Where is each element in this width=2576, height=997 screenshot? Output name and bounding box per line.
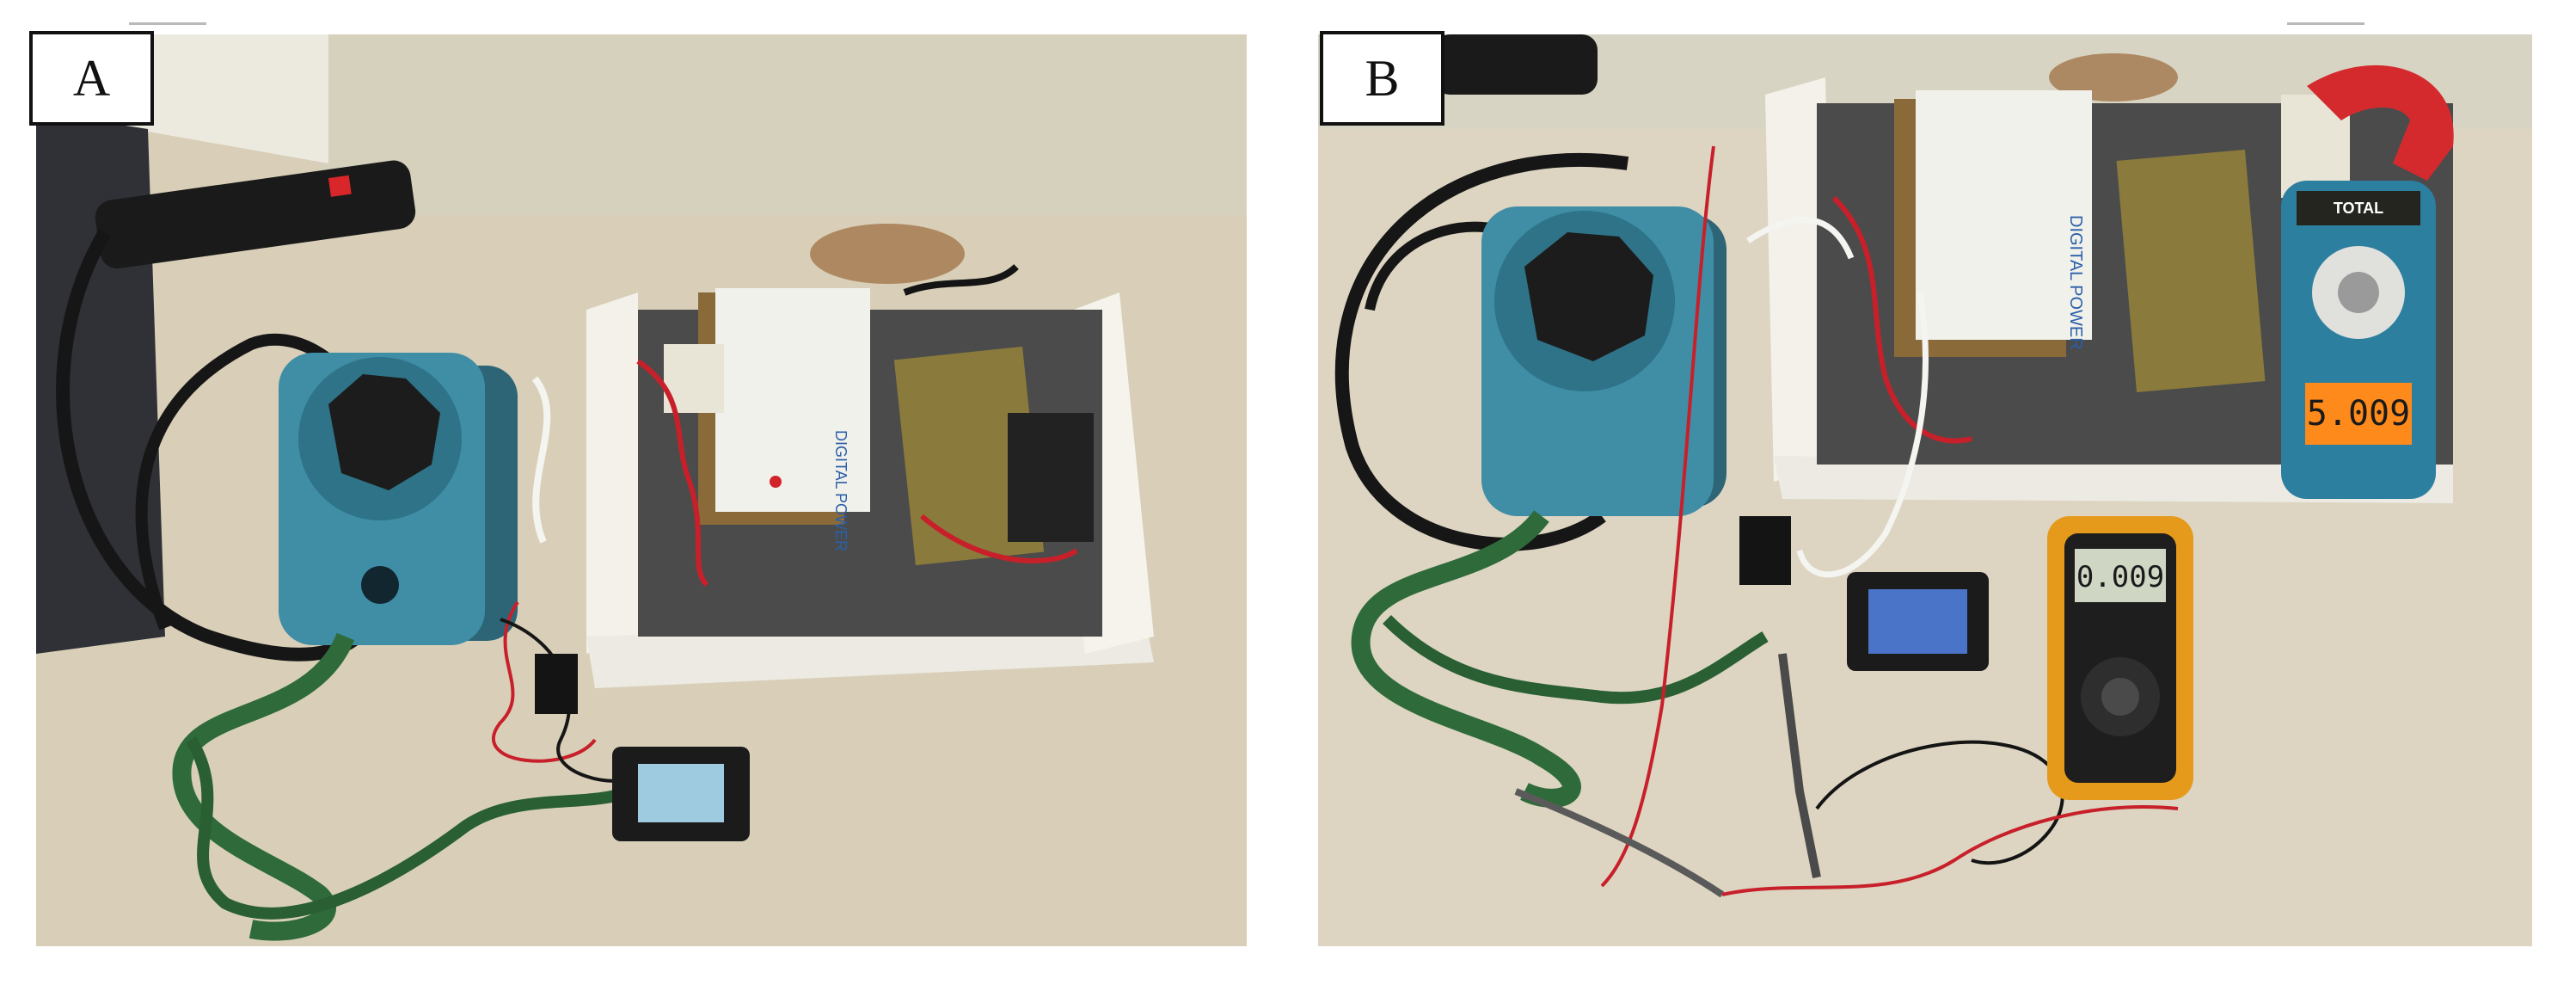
panel-label-a: A (29, 31, 154, 126)
red-wire (636, 359, 709, 588)
variac-transformer (1481, 206, 1727, 516)
probe-wire-black (1815, 740, 2064, 865)
panel-meter (1847, 572, 1989, 671)
photo-a-illustration: DIGITAL POWER (36, 34, 1247, 946)
white-wire-2 (1746, 216, 1855, 260)
clamp-meter-brand: TOTAL (2334, 200, 2383, 217)
meter-display (638, 764, 724, 822)
current-sensor (1739, 516, 1791, 585)
top-edge-tick-right (2287, 22, 2364, 25)
cork-mat (2049, 53, 2178, 102)
red-wire (1831, 195, 1972, 444)
digital-power-label: DIGITAL POWER (832, 430, 849, 551)
power-strip (1434, 34, 1598, 95)
green-cable-bundle (1351, 510, 1581, 808)
probe-wire-red-2 (1721, 805, 2179, 896)
digital-power-module: DIGITAL POWER (1894, 90, 2092, 357)
clamp-display (2305, 383, 2412, 445)
multimeter-reading: 0.009 (2076, 560, 2164, 594)
digital-power-module: DIGITAL POWER (698, 288, 870, 551)
green-cable-strand (1383, 615, 1769, 705)
white-wire (531, 376, 551, 544)
sensor-wire-red (492, 600, 597, 763)
panel-meter (612, 747, 750, 841)
top-edge-tick-left (129, 22, 206, 25)
digital-power-label: DIGITAL POWER (2066, 215, 2085, 350)
meter-display (1868, 589, 1967, 654)
cork-mat (810, 224, 965, 284)
pcb-board (893, 346, 1045, 566)
variac-knob (328, 374, 440, 490)
power-strip (95, 160, 416, 269)
green-cable-strand (186, 736, 632, 920)
red-wire-2 (920, 514, 1078, 563)
pcb-board (2116, 149, 2266, 393)
clamp-jaw (2307, 65, 2454, 182)
wall-background (320, 34, 1247, 215)
photo-panel-b: DIGITAL POWER 0.009 (1318, 34, 2532, 946)
current-sensor (535, 654, 578, 714)
sensor-wire-black (500, 618, 640, 783)
clamp-meter-reading: 5.009 (2307, 394, 2410, 434)
photo-b-illustration: DIGITAL POWER 0.009 (1318, 34, 2532, 946)
cooling-fan (1008, 413, 1094, 542)
photo-panel-a: DIGITAL POWER (36, 34, 1247, 946)
variac-socket (361, 566, 399, 604)
digital-multimeter: 0.009 (2047, 516, 2193, 800)
clamp-meter: TOTAL 5.009 (2281, 65, 2454, 499)
probe-lead-2 (1514, 788, 1725, 898)
variac-knob (1524, 232, 1653, 361)
black-wire (903, 264, 1019, 296)
probe-lead (1778, 653, 1821, 878)
panel-label-b: B (1320, 31, 1444, 126)
variac-transformer (279, 353, 518, 645)
multimeter-display (2075, 549, 2166, 602)
white-wire (1796, 292, 1929, 578)
power-switch-icon (328, 175, 352, 197)
